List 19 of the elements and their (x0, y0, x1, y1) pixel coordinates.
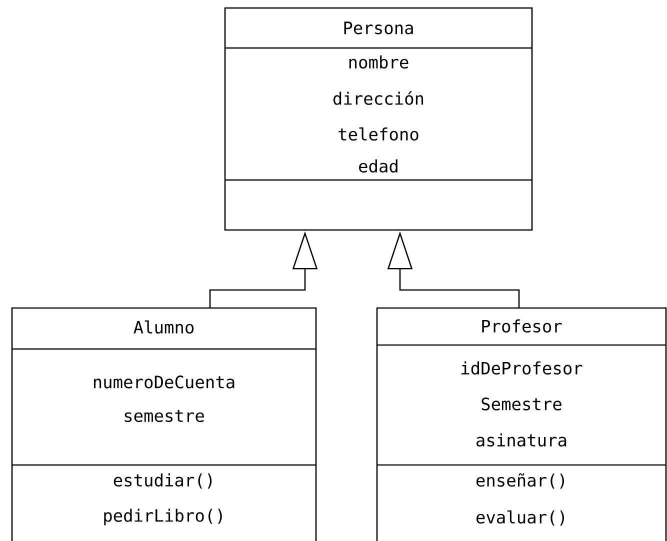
attribute: asinatura (476, 433, 566, 447)
attribute: telefono (338, 127, 418, 141)
class-box (376, 307, 667, 541)
attribute: nombre (349, 55, 408, 69)
method: pedirLibro() (104, 508, 222, 526)
attribute: dirección (333, 91, 424, 105)
attribute: semestre (124, 410, 204, 422)
method: estudiar() (114, 473, 212, 489)
class-name: Alumno (134, 320, 194, 334)
method: evaluar() (476, 510, 564, 526)
class-name: Profesor (482, 319, 562, 333)
class-box (224, 7, 533, 231)
class-name: Persona (344, 22, 413, 34)
attribute: Semestre (482, 398, 562, 410)
attribute: idDeProfesor (462, 361, 582, 375)
attribute: edad (359, 159, 398, 173)
method: enseñar() (476, 473, 564, 489)
attribute: numeroDeCuenta (94, 376, 234, 388)
class-box (11, 307, 317, 541)
